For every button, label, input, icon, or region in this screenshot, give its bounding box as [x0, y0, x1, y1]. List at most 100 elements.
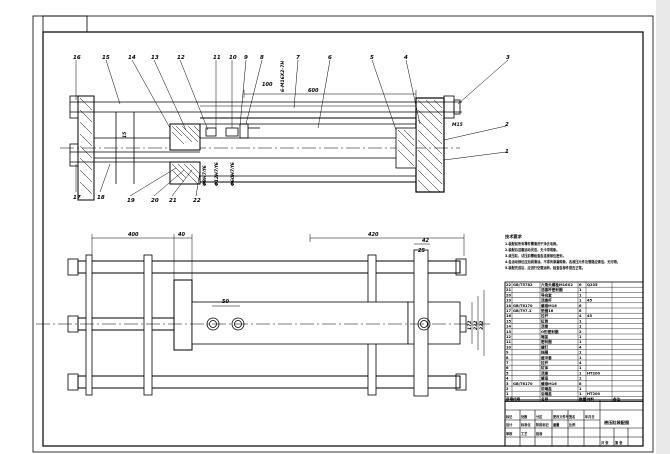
- bom-cell: 缸筒: [541, 318, 549, 323]
- bom-cell: 2: [579, 330, 582, 334]
- part-label: 1: [505, 149, 509, 155]
- bom-cell: 9: [506, 351, 509, 355]
- title-block-label: 比例: [569, 422, 576, 427]
- title-block-label: 分区: [536, 414, 543, 419]
- bom-cell: 4: [579, 345, 582, 349]
- drawing-name: 液压缸装配图: [604, 419, 629, 426]
- bom-cell: 缸体: [541, 365, 549, 370]
- bom-cell: 19: [506, 299, 512, 303]
- bom-cell: GB/T97.1: [513, 309, 532, 313]
- bom-cell: 挡圈: [541, 350, 549, 355]
- title-block-label: 重量: [553, 422, 560, 427]
- part-label: 2: [505, 122, 509, 128]
- bom-cell: 15: [506, 319, 512, 323]
- notes-line: 2.装配后活塞运动灵活，无卡滞现象。: [505, 247, 559, 252]
- bom-cell: 6: [579, 304, 582, 308]
- notes-line: 3.液压缸，试压前需检查各连接部位密封。: [505, 253, 566, 258]
- bom-header-cell: 材料: [586, 396, 595, 401]
- part-label-group: 16 15 14 13 12 11 10 9 8 7 6 5 4 3 2 1 1…: [73, 55, 510, 204]
- bom-cell: 20: [506, 293, 512, 297]
- title-block-label: 共 张: [601, 440, 609, 445]
- title-block-label: 年月日: [585, 414, 595, 419]
- part-label: 12: [177, 55, 185, 61]
- bom-cell: 4: [579, 361, 582, 365]
- part-label: 7: [296, 55, 300, 61]
- bom-cell: 12: [506, 335, 512, 339]
- title-block-label: 标准化: [520, 422, 531, 427]
- bom-cell: 前端盖: [541, 386, 552, 391]
- title-block: [504, 399, 644, 447]
- title-block-label: 更改文件号: [553, 414, 570, 419]
- bom-cell: 3: [506, 382, 509, 386]
- bom-cell: 16: [506, 314, 512, 318]
- part-label: 8: [260, 55, 264, 61]
- part-label: 14: [128, 55, 136, 61]
- right-margin-strip: [656, 0, 670, 454]
- bom-header-cell: 名称: [541, 396, 549, 401]
- bom-cell: 45: [587, 299, 593, 303]
- notes-line: 4.各运动部位应加润滑油，不得有渗漏现象，各液压元件及管路应清洁，无污物。: [505, 259, 620, 264]
- bom-cell: 6: [506, 366, 509, 370]
- bom-cell: 4: [506, 377, 509, 381]
- section-hatching: [79, 97, 443, 195]
- title-block-label: 第 张: [615, 440, 623, 445]
- bom-cell: 5: [506, 371, 509, 375]
- bom-cell: 1: [579, 387, 582, 391]
- bom-cell: 1: [579, 293, 582, 297]
- dim-top-fit-a: Φ8H7/f6: [202, 165, 208, 186]
- title-block-label: 标记: [505, 414, 513, 419]
- part-leaders: [75, 59, 509, 197]
- title-block-label: 批准: [536, 431, 543, 436]
- bom-cell: HT200: [587, 371, 600, 375]
- bom-cell: 垫圈16: [541, 308, 554, 313]
- part-label: 20: [151, 198, 159, 204]
- notes-heading: 技术要求: [505, 233, 523, 240]
- bom-cell: GB/T6170: [513, 304, 533, 308]
- title-block-labels: 标记处数分区更改文件号签名年月日设计标准化阶段标记重量比例审核工艺批准共 张第 …: [505, 414, 623, 445]
- technical-notes: 技术要求 1.装配前所有零件需清洗干净去毛刺。 2.装配后活塞运动灵活，无卡滞现…: [505, 233, 620, 270]
- bom-cell: 6: [579, 283, 582, 287]
- bom-header-cell: 备注: [612, 396, 621, 401]
- dim-plan-right-small: 42: [422, 238, 429, 244]
- bom-cell: 22: [506, 283, 512, 287]
- dim-plan-v-b: 232: [473, 321, 479, 330]
- bom-cell: 密封圈: [540, 339, 552, 344]
- dim-plan-hole: 50: [222, 299, 229, 305]
- bom-cell: 45: [587, 314, 593, 318]
- part-label: 18: [97, 195, 105, 201]
- sheet-outer-border: [32, 15, 654, 453]
- bom-cell: 活塞杆密封圈: [541, 287, 563, 292]
- title-block-label: 处数: [520, 414, 528, 419]
- bom-cell: 六角头螺栓M16X2: [541, 282, 573, 287]
- bom-header-cell: 序号: [506, 396, 514, 401]
- bom-cell: Q235: [587, 283, 598, 287]
- bom-cell: 端盖: [541, 334, 549, 339]
- title-block-label: 签名: [568, 414, 575, 419]
- part-label: 10: [229, 55, 237, 61]
- bom-cell: 21: [506, 288, 512, 292]
- bom-cell: 8: [506, 356, 509, 360]
- bom-cell: 拉杆: [541, 360, 549, 365]
- notes-line: 1.装配前所有零件需清洗干净去毛刺。: [505, 241, 559, 246]
- bom-cell: HT200: [587, 392, 600, 396]
- bom-cell: 1: [579, 299, 582, 303]
- bom-cell: 活塞: [541, 370, 549, 375]
- part-label: 17: [73, 195, 81, 201]
- bom-cell: 1: [506, 392, 509, 396]
- bom-cell: 螺母M16: [541, 381, 557, 386]
- dim-top-small: 100: [262, 82, 273, 88]
- bom-cell: 8: [579, 382, 582, 386]
- bom-cell: 导向套: [541, 292, 552, 297]
- bom-cell: 13: [506, 330, 512, 334]
- bom-header-cell: 数量: [578, 396, 587, 401]
- plan-view: [67, 234, 485, 397]
- bom-cell: 10: [506, 345, 512, 349]
- bom-cell: GB/T6170: [513, 382, 533, 386]
- part-label: 11: [213, 55, 221, 61]
- bom-cell: 1: [579, 377, 582, 381]
- part-label: 19: [127, 198, 135, 204]
- title-block-label: 审核: [506, 431, 513, 436]
- bom-cell: 螺钉: [541, 344, 549, 349]
- bom-cell: 缓冲套: [541, 355, 552, 360]
- dim-plan-right: 420: [368, 232, 379, 238]
